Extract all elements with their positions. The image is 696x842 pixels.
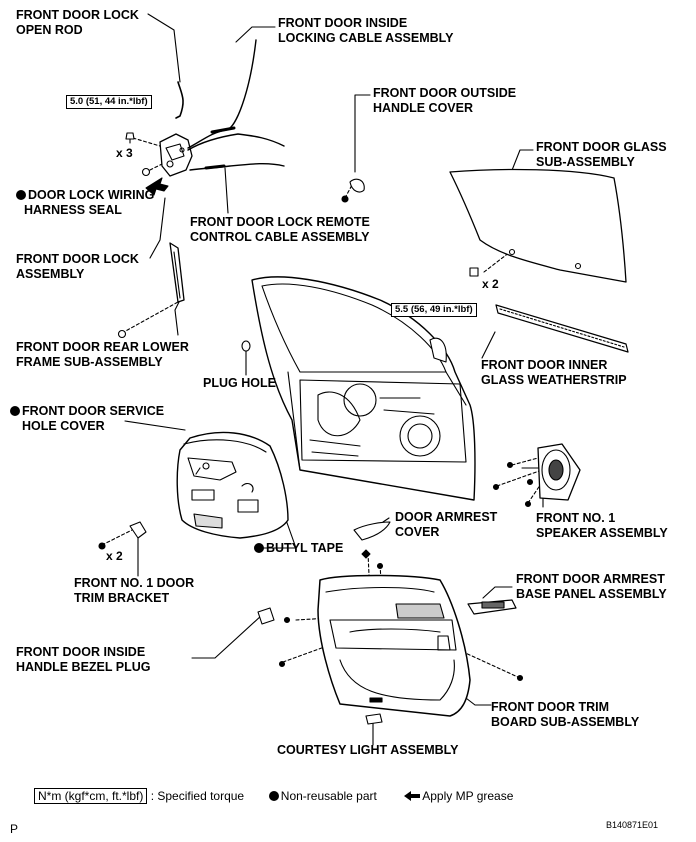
torque-box-lock-screws: 5.0 (51, 44 in.*lbf) [66,95,152,109]
speaker-drawing [492,443,581,508]
armrest-cover-drawing [353,521,391,570]
non-reusable-dot-icon [254,543,264,553]
legend-torque-text: : Specified torque [150,789,245,803]
service-hole-cover-drawing [176,431,289,539]
legend: N*m (kgf*cm, ft.*lbf) : Specified torque… [34,788,513,804]
label-service-hole-cover: FRONT DOOR SERVICE HOLE COVER [10,404,164,434]
armrest-base-panel-drawing [467,599,517,615]
trim-board-drawing [257,574,524,725]
qty-lock-screws: x 3 [116,146,133,160]
door-glass-drawing [449,168,629,353]
door-frame-drawing [241,276,476,501]
legend-torque-box: N*m (kgf*cm, ft.*lbf) [34,788,148,804]
label-plug-hole: PLUG HOLE [203,376,276,390]
door-lock-assembly-drawing [117,39,285,339]
label-courtesy-light: COURTESY LIGHT ASSEMBLY [277,743,459,757]
trim-bracket-drawing [98,521,147,550]
qty-bracket-screws: x 2 [106,549,123,563]
label-butyl-tape: BUTYL TAPE [254,541,343,556]
figure-id: B140871E01 [606,820,659,830]
leader-lines [124,13,544,746]
label-lock-wiring-harness-seal: DOOR LOCK WIRING HARNESS SEAL [16,188,154,218]
torque-box-glass-bolts: 5.5 (56, 49 in.*lbf) [391,303,477,317]
non-reusable-dot-icon [16,190,26,200]
legend-non-reusable: Non-reusable part [280,789,377,803]
legend-mp-grease: Apply MP grease [422,789,514,803]
mp-grease-arrow-icon [403,791,420,801]
outside-handle-cover-drawing [341,178,365,203]
non-reusable-dot-icon [10,406,20,416]
non-reusable-dot-icon [268,791,279,801]
page-letter: P [10,822,19,836]
qty-glass-bolts: x 2 [482,277,499,291]
